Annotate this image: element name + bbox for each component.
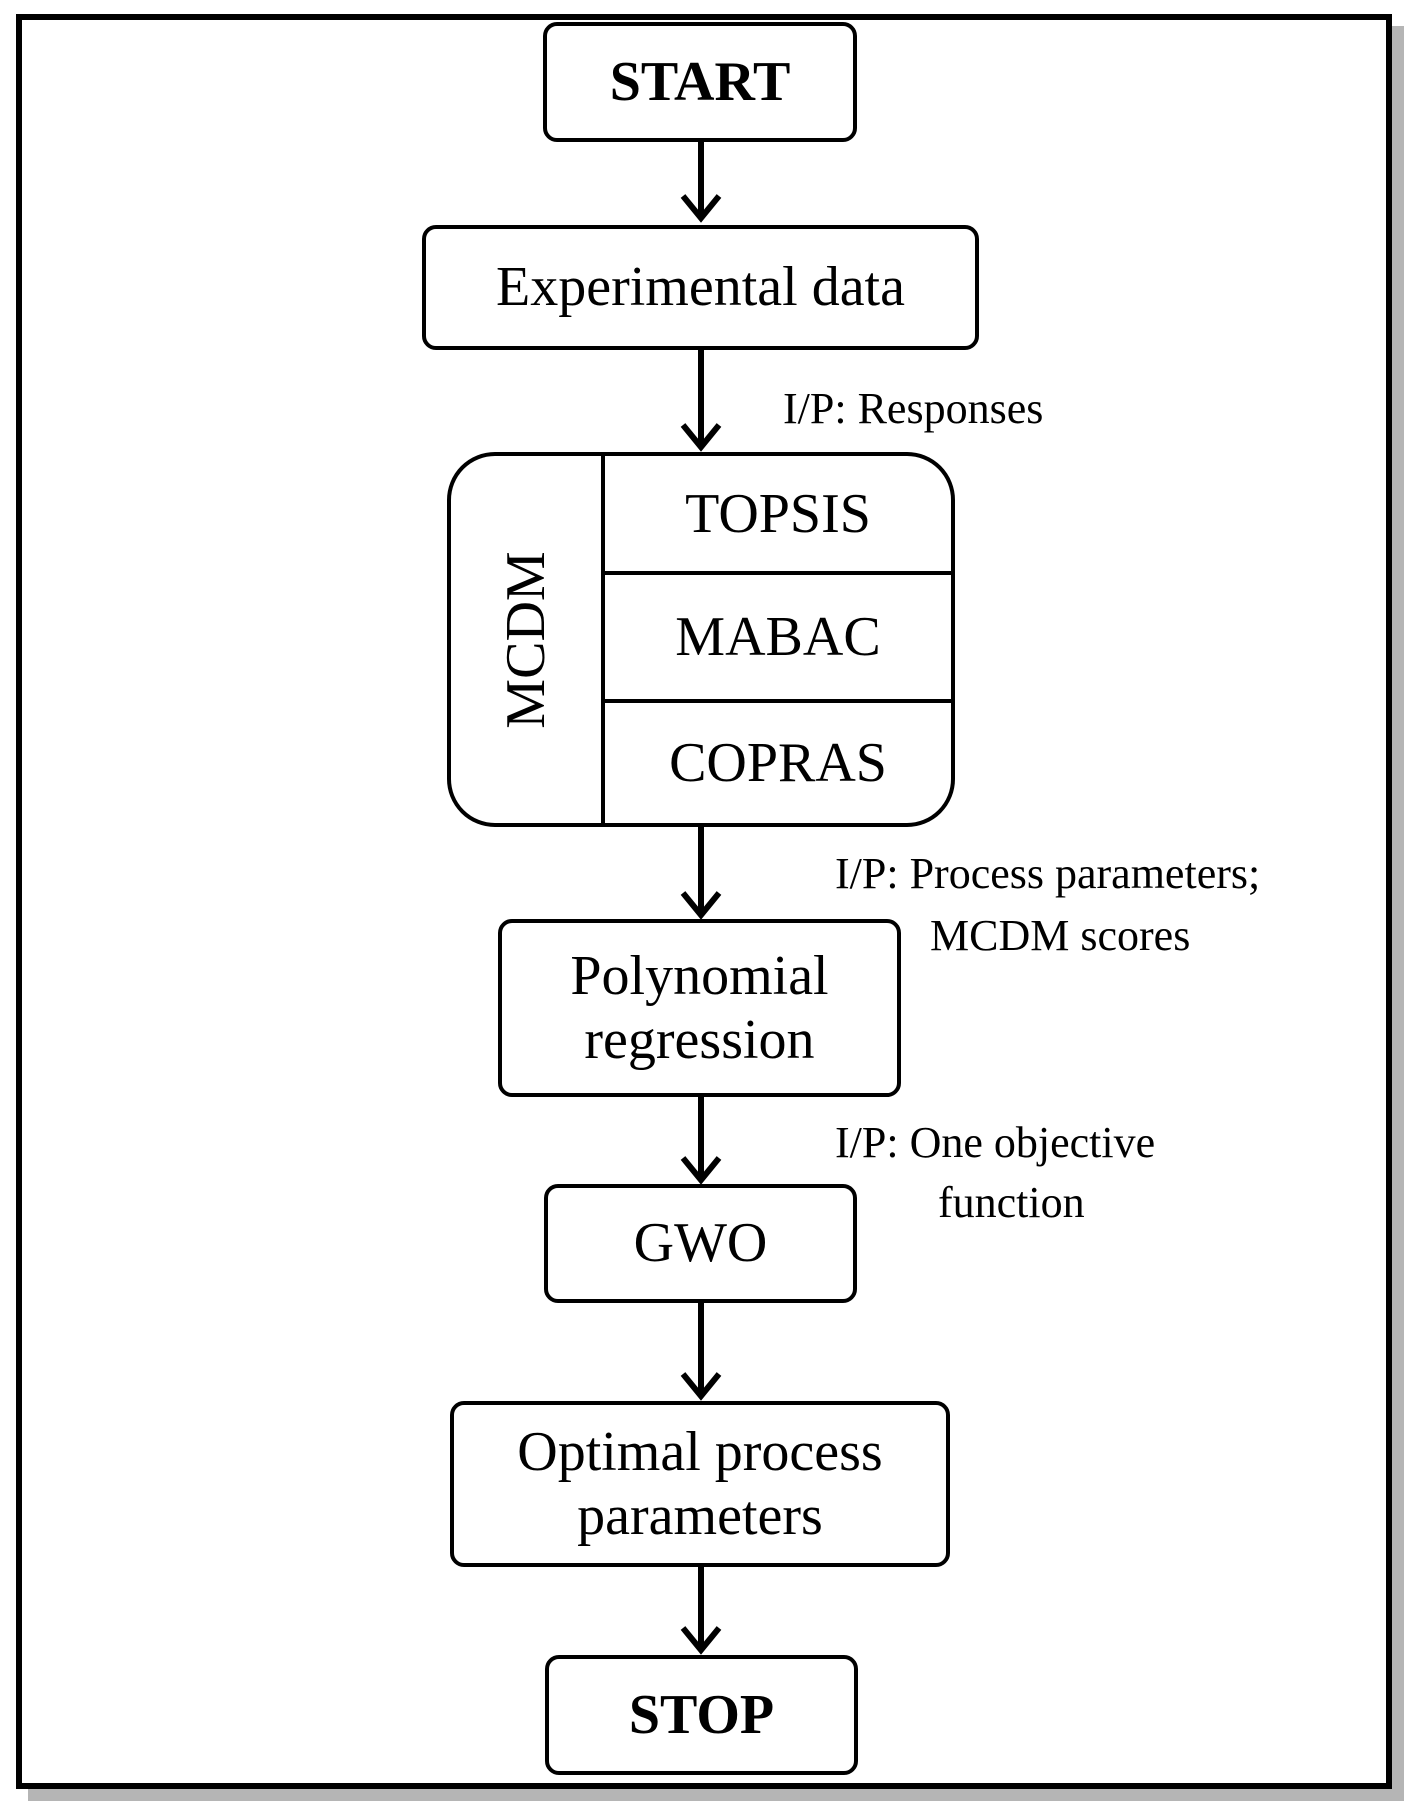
stop-node: STOP <box>545 1655 858 1775</box>
gwo-node: GWO <box>544 1184 857 1303</box>
mcdm-label: MCDM <box>495 550 557 729</box>
arrow-regression-to-gwo <box>680 1097 722 1185</box>
start-label: START <box>609 50 791 113</box>
method-copras: COPRAS <box>669 732 887 794</box>
polynomial-regression-label: Polynomial regression <box>570 944 829 1071</box>
arrow-start-to-data <box>680 142 722 223</box>
mcdm-label-column: MCDM <box>451 456 605 823</box>
polynomial-regression-node: Polynomial regression <box>498 919 901 1097</box>
arrow-data-to-mcdm <box>680 350 722 452</box>
gwo-label: GWO <box>633 1212 768 1275</box>
objective-input-label-2: function <box>938 1178 1085 1227</box>
start-node: START <box>543 22 857 142</box>
experimental-data-label: Experimental data <box>496 256 905 319</box>
experimental-data-node: Experimental data <box>422 225 979 350</box>
objective-input-label-1: I/P: One objective <box>835 1118 1156 1167</box>
mcdm-methods: TOPSIS MABAC COPRAS <box>605 456 951 823</box>
method-mabac: MABAC <box>605 575 951 703</box>
method-topsis: TOPSIS <box>605 456 951 575</box>
arrow-mcdm-to-regression <box>680 827 722 920</box>
arrow-optimal-to-stop <box>680 1567 722 1655</box>
process-params-input-label-2: MCDM scores <box>930 911 1191 960</box>
stop-label: STOP <box>628 1683 775 1746</box>
optimal-parameters-node: Optimal process parameters <box>450 1401 950 1567</box>
arrow-gwo-to-optimal <box>680 1303 722 1401</box>
process-params-input-label-1: I/P: Process parameters; <box>835 849 1261 898</box>
mcdm-node: MCDM TOPSIS MABAC COPRAS <box>447 452 955 827</box>
responses-input-label: I/P: Responses <box>783 384 1044 433</box>
optimal-parameters-label: Optimal process parameters <box>517 1420 883 1547</box>
